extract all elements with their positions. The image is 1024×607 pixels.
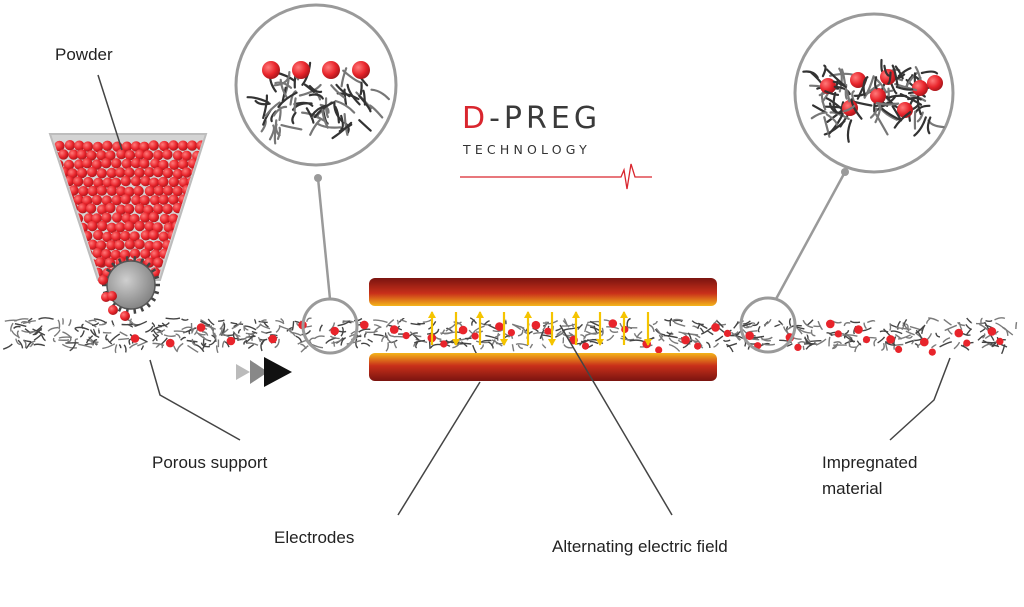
leader-lines — [97, 74, 951, 516]
label-porous-support: Porous support — [152, 453, 268, 472]
d-preg-logo: D-PREG TECHNOLOGY — [460, 101, 652, 190]
electrode-bottom — [369, 353, 717, 381]
logo-letter-d: D — [462, 101, 489, 136]
fiber-strip — [2, 317, 1018, 356]
falling-powder — [95, 257, 130, 321]
label-impregnated-2: material — [822, 479, 882, 498]
zoom-after-impregnation — [793, 12, 955, 174]
logo-signal-line — [460, 163, 652, 190]
zoom-before-impregnation — [234, 3, 398, 167]
zoom-connector-right — [774, 171, 847, 300]
zoom-spot-right — [739, 296, 797, 354]
gear-roller-icon — [102, 256, 160, 314]
logo-rest: -PREG — [489, 101, 601, 136]
triple-arrow-right-icon — [236, 357, 292, 387]
electrode-top — [369, 278, 717, 306]
alternating-field-arrows — [428, 311, 652, 346]
label-electrodes: Electrodes — [274, 528, 354, 547]
label-powder: Powder — [55, 45, 113, 64]
svg-text:D-PREG: D-PREG — [462, 101, 601, 136]
logo-subtitle: TECHNOLOGY — [462, 142, 591, 157]
label-impregnated-1: Impregnated — [822, 453, 917, 472]
label-alternating-field: Alternating electric field — [552, 537, 728, 556]
zoom-connector-left — [316, 177, 332, 300]
